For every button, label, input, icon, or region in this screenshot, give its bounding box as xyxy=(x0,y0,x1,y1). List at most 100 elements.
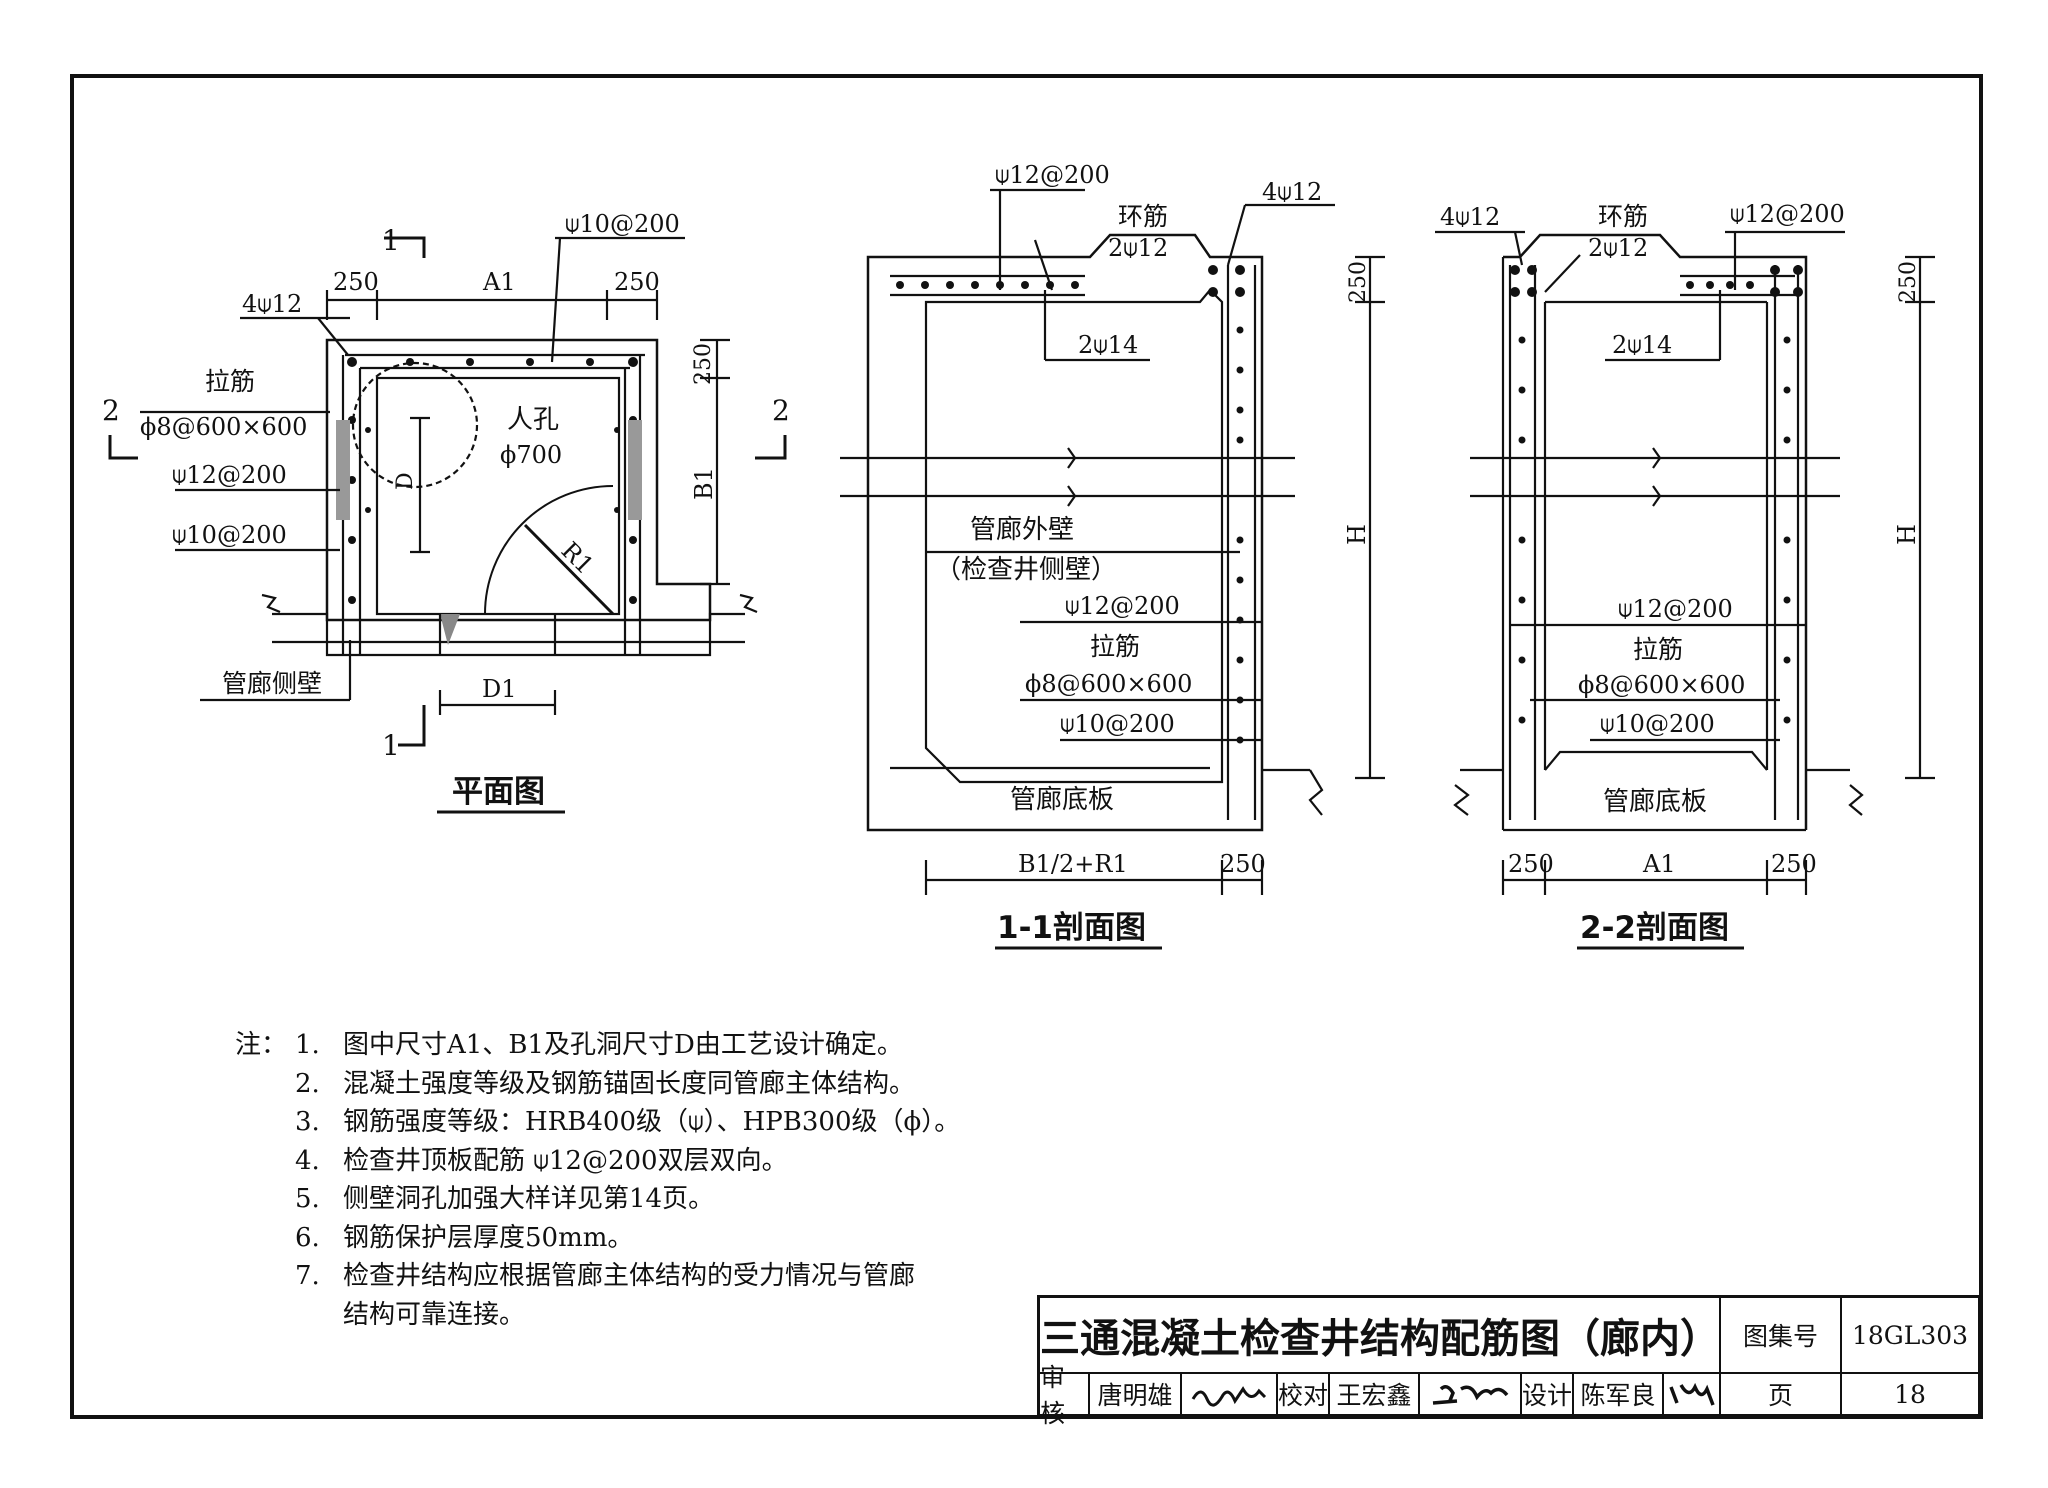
plan-dim-250-right: 250 xyxy=(614,268,660,296)
s22-tie-label: 拉筋 xyxy=(1633,635,1683,664)
s22-tie-spec: ϕ8@600×600 xyxy=(1578,671,1745,699)
checker-name: 王宏鑫 xyxy=(1330,1374,1420,1414)
atlas-number: 18GL303 xyxy=(1842,1298,1978,1374)
note-item: 3. 钢筋强度等级：HRB400级（⍦）、HPB300级（ϕ）。 xyxy=(225,1103,960,1142)
plan-dim-r1: R1 xyxy=(556,536,599,579)
note-num: 3. xyxy=(295,1107,320,1137)
s11-floor: 管廊底板 xyxy=(1010,785,1114,815)
s11-stirrup-bars: 2⍦12 xyxy=(1108,234,1168,262)
s11-dim-250: 250 xyxy=(1346,261,1371,303)
s11-rebar-12: ⍦12@200 xyxy=(1065,592,1180,620)
s11-corner: 4⍦12 xyxy=(1262,178,1322,206)
note-text: 检查井顶板配筋 ⍦12@200双层双向。 xyxy=(343,1145,788,1176)
designer-name: 陈军良 xyxy=(1574,1374,1664,1414)
s22-rebar-10: ⍦10@200 xyxy=(1600,710,1715,738)
reviewer-signature xyxy=(1182,1374,1278,1414)
plan-rebar-10: ⍦10@200 xyxy=(172,521,287,549)
note-item: 2.混凝土强度等级及钢筋锚固长度同管廊主体结构。 xyxy=(225,1065,960,1104)
note-text: 图中尺寸A1、B1及孔洞尺寸D由工艺设计确定。 xyxy=(343,1030,903,1060)
plan-side-wall: 管廊侧壁 xyxy=(222,669,322,698)
reviewer-name: 唐明雄 xyxy=(1090,1374,1182,1414)
note-item: 6. 钢筋保护层厚度50mm。 xyxy=(225,1219,960,1258)
plan-dim-a1: A1 xyxy=(482,268,516,296)
s11-tie-spec: ϕ8@600×600 xyxy=(1025,670,1192,698)
plan-dim-d1: D1 xyxy=(482,675,517,703)
s11-outer-wall-note: （检查井侧壁） xyxy=(935,555,1117,585)
designer-signature xyxy=(1664,1374,1721,1414)
s11-bars-14: 2⍦14 xyxy=(1078,331,1138,359)
drawing-title: 三通混凝土检查井结构配筋图（廊内） xyxy=(1040,1298,1721,1374)
plan-dim-b1: B1 xyxy=(690,467,718,500)
notes: 注： 1. 图中尺寸A1、B1及孔洞尺寸D由工艺设计确定。 2.混凝土强度等级及钢筋… xyxy=(225,1026,960,1334)
note-item: 注： 1. 图中尺寸A1、B1及孔洞尺寸D由工艺设计确定。 xyxy=(225,1026,960,1065)
s22-dim-250-left: 250 xyxy=(1508,850,1554,878)
notes-lead: 注： xyxy=(234,1030,287,1060)
note-num: 5. xyxy=(295,1184,320,1214)
note-text: 钢筋强度等级：HRB400级（⍦）、HPB300级（ϕ）。 xyxy=(343,1107,961,1137)
s11-rebar-10: ⍦10@200 xyxy=(1060,710,1175,738)
note-num: 1. xyxy=(295,1030,320,1060)
s11-caption: 1-1剖面图 xyxy=(997,910,1146,946)
sheet-frame xyxy=(70,74,1983,1419)
s22-dim-h: H xyxy=(1893,524,1921,545)
note-num: 7. xyxy=(295,1261,320,1291)
section-2-2 xyxy=(1435,230,1935,950)
title-block: 三通混凝土检查井结构配筋图（廊内） 图集号 18GL303 审核 唐明雄 校对 … xyxy=(1037,1295,1981,1428)
note-num: 6. xyxy=(295,1222,320,1253)
s22-dim-250: 250 xyxy=(1896,261,1921,303)
page-label: 页 xyxy=(1721,1374,1842,1414)
s11-dim-bottom: B1/2+R1 xyxy=(1018,850,1128,878)
checker-signature xyxy=(1420,1374,1522,1414)
section-1-1 xyxy=(840,188,1385,950)
s11-rebar-top: ⍦12@200 xyxy=(995,161,1110,189)
s22-corner: 4⍦12 xyxy=(1440,203,1500,231)
note-item: 4. 检查井顶板配筋 ⍦12@200双层双向。 xyxy=(225,1142,960,1181)
s22-dim-a1: A1 xyxy=(1642,850,1676,878)
plan-section-1-bottom: 1 xyxy=(382,729,400,762)
plan-section-2-left: 2 xyxy=(102,394,120,427)
plan-section-1-top: 1 xyxy=(382,224,400,257)
s22-stirrup: 环筋 xyxy=(1598,202,1648,231)
plan-rebar-12: ⍦12@200 xyxy=(172,461,287,489)
note-text: 侧壁洞孔加强大样详见第14页。 xyxy=(343,1184,715,1214)
s22-dim-250-right: 250 xyxy=(1771,850,1817,878)
note-text: 钢筋保护层厚度50mm。 xyxy=(343,1222,634,1253)
plan-section-2-right: 2 xyxy=(772,394,790,427)
s22-floor: 管廊底板 xyxy=(1603,787,1707,817)
page-number: 18 xyxy=(1894,1379,1926,1409)
s11-tie-label: 拉筋 xyxy=(1090,632,1140,661)
review-label: 审核 xyxy=(1040,1363,1090,1428)
plan-dim-250-left: 250 xyxy=(333,268,379,296)
note-item: 5. 侧壁洞孔加强大样详见第14页。 xyxy=(225,1180,960,1219)
s22-caption: 2-2剖面图 xyxy=(1580,910,1729,946)
note-text: 混凝土强度等级及钢筋锚固长度同管廊主体结构。 xyxy=(343,1068,916,1099)
s11-dim-h: H xyxy=(1343,524,1371,545)
s11-stirrup: 环筋 xyxy=(1118,202,1168,231)
note-num: 4. xyxy=(295,1145,320,1176)
plan-tie-spec: ϕ8@600×600 xyxy=(140,413,307,441)
note-text: 结构可靠连接。 xyxy=(343,1299,526,1330)
plan-dim-d: D xyxy=(393,472,418,490)
note-num xyxy=(295,1296,343,1335)
plan-manhole-label: 人孔 xyxy=(507,405,559,435)
plan-manhole-dia: ϕ700 xyxy=(500,441,562,469)
atlas-label: 图集号 xyxy=(1721,1298,1842,1374)
note-item: 7. 检查井结构应根据管廊主体结构的受力情况与管廊 xyxy=(225,1257,960,1296)
note-item: 结构可靠连接。 xyxy=(225,1296,960,1335)
check-label: 校对 xyxy=(1278,1374,1330,1414)
plan-tie-label: 拉筋 xyxy=(205,367,255,396)
note-text: 检查井结构应根据管廊主体结构的受力情况与管廊 xyxy=(343,1261,916,1291)
plan-rebar-top: ⍦10@200 xyxy=(565,210,680,238)
plan-dim-250-side: 250 xyxy=(691,343,716,385)
s11-dim-bottom-250: 250 xyxy=(1220,850,1266,878)
s22-stirrup-bars: 2⍦12 xyxy=(1588,234,1648,262)
s22-bars-14: 2⍦14 xyxy=(1612,331,1672,359)
s22-rebar-top: ⍦12@200 xyxy=(1730,200,1845,228)
plan-rebar-corner: 4⍦12 xyxy=(242,290,302,318)
s22-rebar-12: ⍦12@200 xyxy=(1618,595,1733,623)
design-label: 设计 xyxy=(1522,1374,1574,1414)
plan-caption: 平面图 xyxy=(452,774,545,810)
plan-view xyxy=(108,236,787,814)
s11-outer-wall: 管廊外壁 xyxy=(970,515,1074,545)
